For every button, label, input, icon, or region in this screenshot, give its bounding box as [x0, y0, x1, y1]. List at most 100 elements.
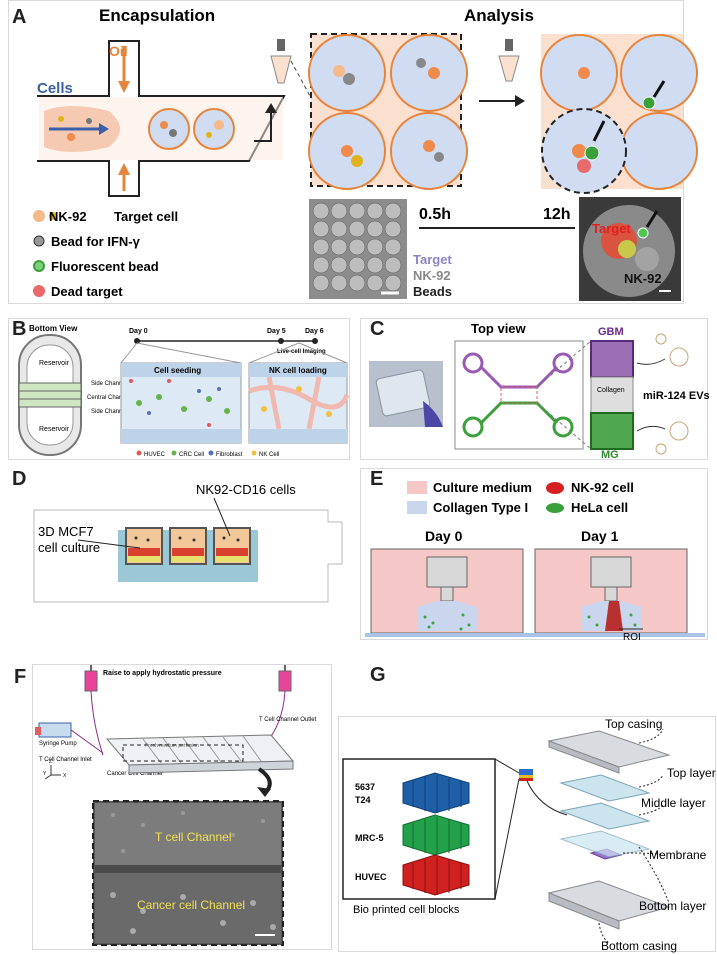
panel-a: Encapsulation Analysis Oil Cells: [8, 0, 698, 304]
panel-g-graphic: 5637 T24 MRC-5 HUVEC Bio printed cell bl…: [342, 717, 716, 953]
time-end-label: 12h: [543, 206, 571, 223]
wells: [125, 527, 251, 565]
panel-label-b: B: [12, 318, 27, 340]
oil-label: Oil: [109, 43, 128, 59]
stack-block-icon: [519, 769, 533, 781]
top-casing-label: Top casing: [605, 717, 662, 731]
cell-seeding-label: Cell seeding: [154, 366, 201, 375]
axes-icon: [44, 765, 61, 780]
collect-arrow: [254, 111, 272, 142]
blue-cell-block: [402, 772, 470, 814]
green-cell-block: [402, 814, 470, 856]
legend-fluorescent-bead: Fluorescent bead: [51, 259, 159, 274]
panel-label-d: D: [12, 468, 27, 490]
syringe-pump: [35, 722, 104, 754]
collagen-region: [590, 376, 634, 414]
axis-z: Z: [49, 759, 52, 765]
inset-nk92-label: NK-92: [624, 271, 662, 286]
mcf7-label-line2: cell culture: [38, 540, 100, 555]
day1-label-e: Day 1: [581, 528, 619, 544]
legend-collagen: Collagen Type I: [433, 500, 528, 515]
collagen-label: Collagen: [597, 387, 625, 394]
roi-label: ROI: [623, 632, 641, 643]
bottom-layer-label: Bottom layer: [639, 899, 706, 913]
nk92-cd16-label: NK92-CD16 cells: [196, 482, 296, 497]
panel-e: Culture medium Collagen Type I NK-92 cel…: [360, 468, 708, 643]
t-junction-channel: [37, 40, 286, 197]
legend-nk92-icon: [546, 482, 564, 494]
panel-d: NK92-CD16 cells 3D MCF7 cell culture: [8, 468, 350, 606]
bottom-view-label: Bottom View: [29, 324, 78, 333]
fresh-medium-label: Fresh medium perfusion: [145, 743, 199, 749]
syringe-left: [84, 665, 104, 756]
t-outlet-label: T Cell Channel Outlet: [259, 717, 317, 723]
bio-printed-label: Bio printed cell blocks: [353, 904, 460, 916]
t-cell-channel-label: T cell Channel: [155, 830, 232, 844]
panel-c: Top view GBM Collagen MG miR-124 EVs: [360, 318, 710, 461]
droplet-1: [148, 108, 190, 150]
panel-a-legend: [33, 210, 57, 297]
live-imaging-label: Live-cell Imaging: [277, 349, 326, 355]
cell-5637-label: 5637: [355, 782, 375, 792]
legend-huvec: HUVEC: [144, 452, 166, 458]
day0-label-e: Day 0: [425, 528, 463, 544]
legend-hela-icon: [546, 503, 564, 513]
legend-culture-medium: Culture medium: [433, 480, 532, 495]
legend-nk92-cell: NK-92 cell: [571, 480, 634, 495]
encapsulation-title: Encapsulation: [99, 6, 215, 25]
gbm-label: GBM: [598, 326, 624, 338]
panel-d-graphic: NK92-CD16 cells 3D MCF7 cell culture: [33, 482, 343, 603]
cells-label: Cells: [37, 80, 73, 97]
panel-label-c: C: [370, 318, 385, 340]
raise-label: Raise to apply hydrostatic pressure: [103, 670, 222, 677]
analysis-title: Analysis: [464, 6, 534, 25]
day0-label: Day 0: [129, 328, 148, 335]
side-channel-1-label: Side Channel: [91, 381, 127, 387]
panel-c-graphic: Top view GBM Collagen MG miR-124 EVs: [369, 321, 710, 461]
day5-label: Day 5: [267, 328, 286, 335]
well-day0: [370, 548, 524, 634]
legend-nk: NK Cell: [259, 452, 279, 458]
panel-b: Bottom View Reservoir Reservoir Side Cha…: [8, 318, 350, 460]
panel-label-e: E: [370, 468, 384, 490]
panel-label-g: G: [370, 664, 386, 686]
panel-label-a: A: [12, 6, 27, 28]
axis-x: X: [63, 773, 67, 779]
well-day1: [534, 548, 688, 634]
axis-y: Y: [43, 771, 47, 777]
red-cell-block: [402, 854, 470, 896]
cell-huvec-label: HUVEC: [355, 872, 387, 882]
cancer-cell-channel-label: Cancer cell Channel: [137, 898, 245, 912]
panel-f-graphic: Raise to apply hydrostatic pressure Syri…: [35, 665, 317, 946]
legend-bead-ifn: Bead for IFN-γ: [51, 234, 141, 249]
cell-mrc5-label: MRC-5: [355, 833, 384, 843]
mcf7-label-line1: 3D MCF7: [38, 524, 94, 539]
top-layer-label: Top layer: [667, 766, 716, 780]
zoom-box: [122, 744, 244, 762]
panel-g: 5637 T24 MRC-5 HUVEC Bio printed cell bl…: [338, 716, 716, 953]
syringe-pump-label: Syringe Pump: [39, 741, 77, 747]
side-channel-2-label: Side Channel: [91, 409, 127, 415]
time-start-label: 0.5h: [419, 206, 451, 223]
panel-e-graphic: Culture medium Collagen Type I NK-92 cel…: [365, 480, 705, 643]
gbm-region: [590, 340, 634, 378]
legend-collagen-swatch: [407, 501, 427, 514]
panel-a-graphic: Encapsulation Analysis Oil Cells: [33, 6, 698, 301]
exploded-layers: [547, 730, 671, 930]
membrane-label: Membrane: [649, 848, 707, 862]
tube-icon-2: [498, 39, 520, 82]
micro-nk92-label: NK-92: [413, 268, 451, 283]
mg-label: MG: [601, 449, 619, 461]
droplet-2: [193, 108, 235, 150]
cancer-channel-label-f: Cancer Cell Channel: [107, 771, 162, 777]
t-inlet-label: T Cell Channel Inlet: [39, 757, 92, 763]
cell-t24-label: T24: [355, 795, 371, 805]
micro-target-label: Target: [413, 252, 452, 267]
tube-icon-1: [270, 39, 292, 84]
reservoir-bottom-label: Reservoir: [39, 426, 70, 433]
evs-label: miR-124 EVs: [643, 390, 710, 402]
middle-layer-label: Middle layer: [641, 796, 706, 810]
legend-nk92: NK-92: [49, 209, 87, 224]
mg-region: [590, 412, 634, 450]
legend-fibroblast: Fibroblast: [216, 452, 243, 458]
